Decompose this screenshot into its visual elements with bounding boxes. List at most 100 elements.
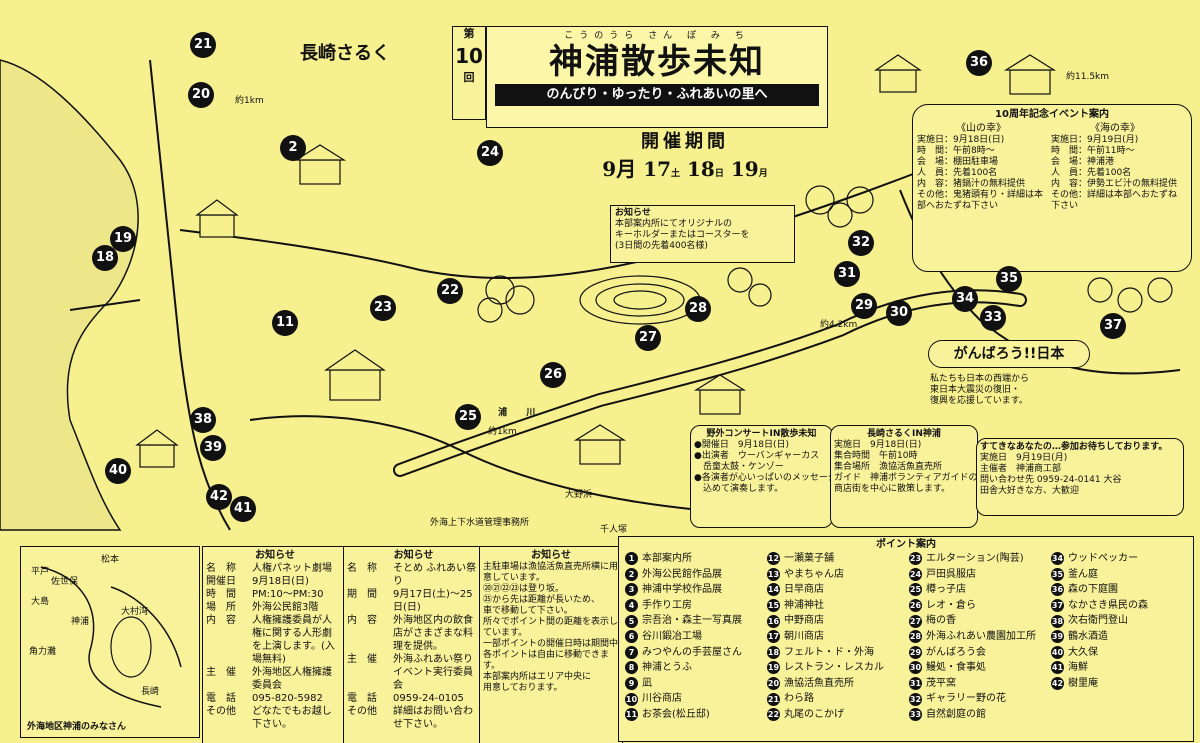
point-marker-29[interactable]: 29: [851, 293, 877, 319]
saruku-in-line: 商店街を中心に散策します。: [834, 484, 951, 494]
point-marker-31[interactable]: 31: [834, 261, 860, 287]
point-label: 一瀬菓子舗: [784, 553, 834, 564]
point-marker-27[interactable]: 27: [635, 325, 661, 351]
umi-line: その他：詳細は本部へおたずね下さい: [1051, 190, 1178, 211]
point-marker-37[interactable]: 37: [1100, 313, 1126, 339]
point-marker-19[interactable]: 19: [110, 226, 136, 252]
point-marker-28[interactable]: 28: [685, 296, 711, 322]
point-number: 3: [625, 583, 638, 597]
point-marker-21[interactable]: 21: [190, 32, 216, 58]
date-weekday-3: 月: [758, 169, 768, 179]
notice-line: 主駐車場は漁協活魚直売所横に用意しています。: [483, 562, 619, 583]
point-marker-41[interactable]: 41: [230, 496, 256, 522]
point-marker-35[interactable]: 35: [996, 266, 1022, 292]
brand-text: 長崎さるく: [300, 43, 390, 64]
point-marker-2[interactable]: 2: [280, 135, 306, 161]
point-number: 26: [909, 599, 922, 613]
point-label: 川谷商店: [642, 693, 682, 705]
notice-row: 主 催外海地区人権擁護委員会: [206, 667, 332, 691]
point-marker-36[interactable]: 36: [966, 50, 992, 76]
point-number: 24: [909, 567, 922, 581]
point-marker-22[interactable]: 22: [437, 278, 463, 304]
point-marker-11[interactable]: 11: [272, 310, 298, 336]
point-label: レストラン・レスカル: [784, 662, 884, 674]
point-marker-33[interactable]: 33: [980, 305, 1006, 331]
point-label: 中野商店: [784, 615, 824, 627]
notice-row: 名 称そとめ ふれあい祭り: [347, 563, 477, 587]
point-item[interactable]: 29 がんばろう会: [909, 645, 1045, 661]
concert-title: 野外コンサートIN散歩未知: [706, 429, 817, 439]
date-day-2: 18: [687, 157, 715, 181]
point-number: 7: [625, 645, 638, 659]
point-marker-20[interactable]: 20: [188, 82, 214, 108]
point-marker-38[interactable]: 38: [190, 407, 216, 433]
point-label: ギャラリー野の花: [926, 693, 1006, 705]
point-number: 11: [625, 708, 638, 722]
point-marker-30[interactable]: 30: [886, 300, 912, 326]
inset-map: 平戸 佐世保 大島 神浦 大村湾 角力灘 長崎 松本 外海地区神浦のみなさん: [20, 546, 200, 738]
point-marker-24[interactable]: 24: [477, 140, 503, 166]
point-marker-39[interactable]: 39: [200, 435, 226, 461]
point-marker-26[interactable]: 26: [540, 362, 566, 388]
point-marker-18[interactable]: 18: [92, 245, 118, 271]
point-label: 鶴水酒造: [1068, 630, 1108, 642]
point-marker-23[interactable]: 23: [370, 295, 396, 321]
point-label: がんばろう会: [926, 646, 986, 658]
notice-line: 一部ポイントの開催日時は期間中: [483, 639, 619, 649]
point-marker-32[interactable]: 32: [848, 230, 874, 256]
point-marker-34[interactable]: 34: [952, 286, 978, 312]
point-number: 41: [1051, 661, 1064, 675]
point-marker-25[interactable]: 25: [455, 404, 481, 430]
point-label: ウッドペッカー: [1068, 553, 1138, 564]
point-marker-40[interactable]: 40: [105, 458, 131, 484]
notice-line: 本部案内所はエリア中央に: [483, 672, 592, 682]
point-number: 29: [909, 645, 922, 659]
point-marker-42[interactable]: 42: [206, 484, 232, 510]
umi-line: 時 間：午前11時～: [1051, 146, 1135, 156]
